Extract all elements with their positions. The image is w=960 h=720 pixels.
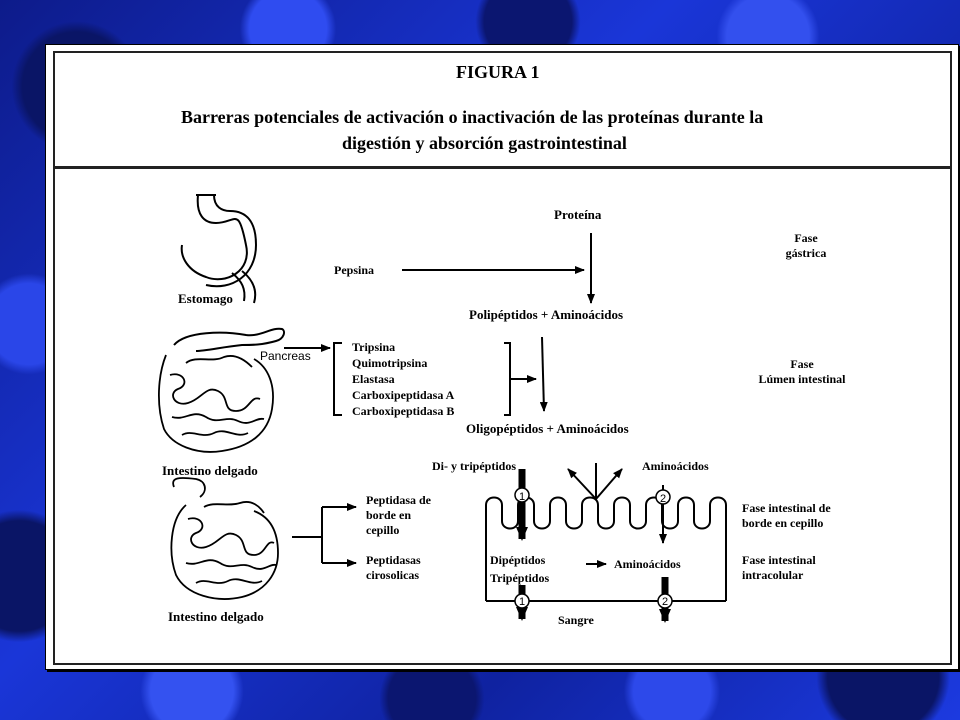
amino-acids-top-label: Aminoácidos (642, 459, 709, 473)
phase-gastric-line: gástrica (785, 246, 827, 260)
protein-label: Proteína (554, 207, 602, 222)
header-divider (53, 166, 952, 169)
enzyme-item: Carboxipeptidasa A (352, 388, 455, 402)
polypeptide-down-arrow (539, 336, 548, 412)
amino-acids-cell-label: Aminoácidos (614, 557, 681, 571)
marker-2-top-label: 2 (660, 493, 666, 505)
figure-label: FIGURA 1 (456, 62, 540, 82)
enzyme-item: Tripsina (352, 340, 396, 354)
enzyme-list: Tripsina Quimotripsina Elastasa Carboxip… (352, 339, 454, 419)
cytosolic-peptidase-line: cirosolicas (366, 568, 420, 582)
phase-brush-line: Fase intestinal de (742, 501, 831, 515)
pancreas-icon (173, 327, 285, 352)
small-intestine-label-2: Intestino delgado (168, 609, 264, 624)
brush-peptidase-label: Peptidasa de borde en cepillo (366, 493, 431, 538)
enzyme-bracket-left (333, 342, 342, 416)
brush-peptidase-line: Peptidasa de (366, 493, 432, 507)
figure-panel: FIGURA 1 Barreras potenciales de activac… (45, 44, 959, 670)
enzyme-item: Carboxipeptidasa B (352, 404, 455, 418)
stomach-icon (180, 194, 258, 304)
pancreas-label: Pancreas (260, 349, 311, 363)
phase-gastric-label: Fase gástrica (746, 231, 866, 261)
caption-line-2: digestión y absorción gastrointestinal (342, 133, 627, 153)
dipeptides-label: Dipéptidos (490, 553, 546, 567)
phase-brush-label: Fase intestinal de borde en cepillo (742, 501, 831, 531)
phase-lumen-label: Fase Lúmen intestinal (722, 357, 882, 387)
pepsin-label: Pepsina (334, 263, 375, 277)
marker-1-top-label: 1 (519, 491, 525, 503)
phase-intracellular-label: Fase intestinal intracolular (742, 553, 816, 583)
brush-peptidase-line: cepillo (366, 523, 400, 537)
marker-2-bottom (657, 593, 673, 609)
split-left-arrow (567, 468, 597, 500)
phase-gastric-line: Fase (794, 231, 818, 245)
phase-intracellular-line: intracolular (742, 568, 804, 582)
stomach-label: Estomago (178, 291, 233, 306)
enzyme-bracket-right (504, 342, 511, 416)
cytosolic-peptidase-label: Peptidasas cirosolicas (366, 553, 421, 583)
caption-line-1: Barreras potenciales de activación o ina… (181, 107, 764, 127)
phase-lumen-line: Fase (790, 357, 814, 371)
marker-1-bottom-label: 1 (519, 596, 525, 608)
figure-frame (53, 51, 952, 665)
blood-label: Sangre (558, 613, 594, 627)
split-right-arrow (595, 468, 623, 500)
enzyme-item: Quimotripsina (352, 356, 428, 370)
di-tri-peptides-label: Di- y tripéptidos (432, 459, 516, 473)
enzyme-item: Elastasa (352, 372, 395, 386)
small-intestine-icon-2 (170, 477, 279, 600)
marker-2-top (655, 489, 671, 505)
marker-1-top (514, 487, 530, 503)
brush-peptidase-line: borde en (366, 508, 411, 522)
small-intestine-label-1: Intestino delgado (162, 463, 258, 478)
small-intestine-icon-1 (158, 354, 274, 453)
polypeptides-label: Polipéptidos + Aminoácidos (469, 307, 624, 322)
cytosolic-peptidase-line: Peptidasas (366, 553, 421, 567)
marker-1-bottom (514, 593, 530, 609)
tripeptides-label: Tripéptidos (490, 571, 550, 585)
phase-lumen-line: Lúmen intestinal (758, 372, 846, 386)
digestion-diagram: 1 2 1 2 (158, 194, 727, 623)
phase-intracellular-line: Fase intestinal (742, 553, 816, 567)
oligopeptides-label: Oligopéptidos + Aminoácidos (466, 421, 629, 436)
marker-2-bottom-label: 2 (662, 596, 668, 608)
phase-brush-line: borde en cepillo (742, 516, 824, 530)
